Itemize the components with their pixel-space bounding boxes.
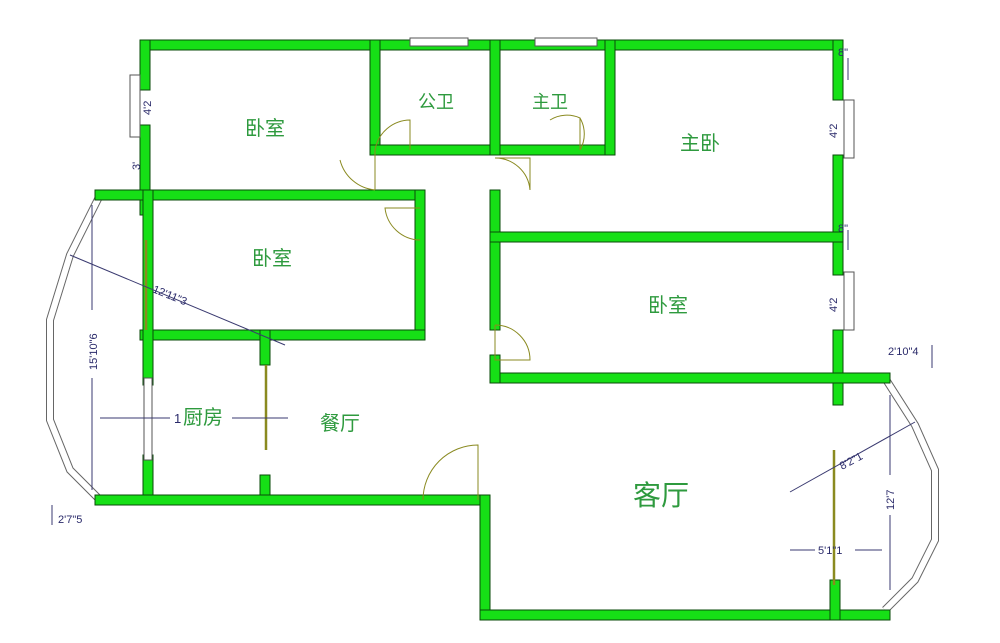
room-living: 客厅	[633, 479, 689, 512]
left-bay-window-inner	[47, 193, 103, 503]
window-right-1	[843, 99, 855, 159]
door-public-bath	[339, 119, 411, 191]
dim-win-right-1: 4'2	[828, 124, 840, 138]
dim-win-right-2: 4'2	[828, 298, 840, 312]
dim-left-bay-depth: 2'7"5	[58, 514, 82, 526]
door-bedroom-mid	[384, 207, 421, 241]
dimension-lines	[51, 58, 933, 590]
dim-living-width: 5'1"1	[818, 545, 842, 557]
wall-segment	[94, 494, 491, 506]
windows	[129, 37, 855, 461]
wall-segment	[479, 494, 491, 621]
door-master-bedroom	[494, 157, 531, 191]
room-kitchen: 厨房	[183, 405, 223, 429]
wall-segment	[832, 329, 844, 406]
bay-windows	[46, 193, 939, 613]
door-bedroom-right	[494, 324, 531, 361]
room-dining: 餐厅	[320, 411, 360, 435]
right-bay-window-inner	[882, 376, 938, 613]
room-master-bath: 主卫	[532, 92, 568, 113]
room-bedroom-top-left: 卧室	[245, 116, 285, 140]
dim-small-left: 3'	[131, 162, 143, 170]
window-kitchen	[143, 377, 153, 461]
room-labels: 卧室 公卫 主卫 主卧 卧室 卧室 厨房 餐厅 客厅	[183, 92, 720, 512]
dim-right-bay-height: 12'7	[885, 490, 897, 510]
door-master-bath	[549, 114, 585, 151]
dim-right-mid-8: 8"	[838, 223, 848, 235]
dim-diagonal-right: 8'2"1	[838, 451, 865, 473]
wall-segment	[414, 189, 426, 341]
dim-win-left: 4'2	[142, 101, 154, 115]
dim-kitchen-prefix: 1	[174, 411, 181, 426]
walls	[94, 39, 891, 621]
room-master-bedroom: 主卧	[680, 131, 720, 155]
room-bedroom-right: 卧室	[648, 293, 688, 317]
window-left	[129, 74, 141, 138]
doors	[144, 114, 836, 585]
room-public-bath: 公卫	[418, 92, 454, 113]
wall-segment	[489, 372, 891, 384]
wall-segment	[489, 39, 501, 156]
window-right-2	[843, 271, 855, 331]
dimension-labels: 4'2 3' 8" 4'2 8" 4'2 15'10"6 12'11"3 1 2…	[58, 47, 918, 557]
wall-segment	[832, 154, 844, 276]
dim-right-top-8: 8"	[838, 47, 848, 59]
window-top-2	[534, 37, 598, 47]
wall-segment	[139, 329, 426, 341]
dim-right-bay-depth: 2'10"4	[888, 346, 918, 358]
wall-segment	[832, 39, 844, 101]
window-top-1	[409, 37, 469, 47]
wall-segment	[829, 579, 841, 621]
wall-segment	[369, 39, 381, 156]
wall-segment	[479, 609, 891, 621]
wall-segment	[489, 189, 501, 331]
dim-left-bay-height: 15'10"6	[88, 333, 100, 370]
wall-segment	[489, 231, 844, 243]
door-entrance	[422, 444, 479, 501]
wall-segment	[139, 39, 151, 91]
room-bedroom-mid-left: 卧室	[252, 246, 292, 270]
wall-segment	[604, 39, 616, 156]
dim-diagonal-left: 12'11"3	[151, 284, 189, 309]
